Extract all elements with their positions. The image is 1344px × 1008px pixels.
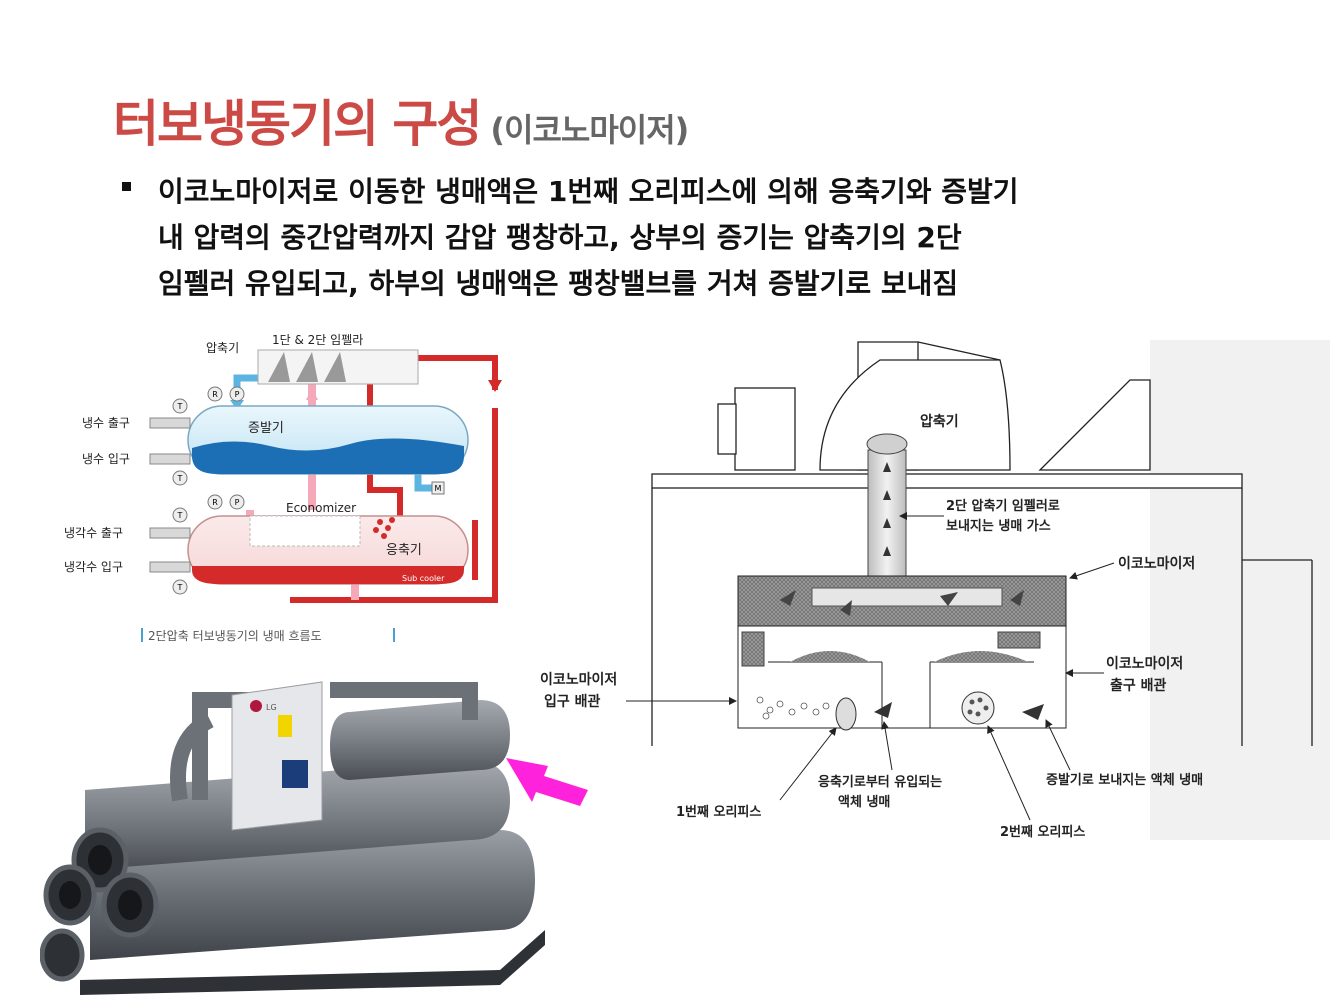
label-chilled-out: 냉수 출구	[82, 416, 130, 430]
leader-orifice1	[779, 727, 837, 801]
svg-text:M: M	[435, 484, 442, 493]
label-compressor-2: 압축기	[920, 414, 959, 430]
label-economizer-2: 이코노마이저	[1118, 555, 1195, 572]
bullet-line-3: 임펠러 유입되고, 하부의 냉매액은 팽창밸브를 거쳐 증발기로 보내짐	[158, 267, 959, 300]
bullet-square-icon	[122, 182, 131, 191]
hot-arrow-icon	[488, 380, 502, 392]
bullet-line-1: 이코노마이저로 이동한 냉매액은 1번째 오리피스에 의해 응축기와 증발기	[158, 175, 1019, 208]
lower-shell	[90, 830, 535, 960]
svg-text:T: T	[177, 474, 183, 483]
economizer-tank	[330, 700, 510, 780]
gauges: T T T T R P R P M	[172, 386, 445, 595]
refrigerant-drops-icon	[373, 517, 395, 539]
pink-arrow-icon	[306, 388, 318, 400]
economizer-baffle	[811, 587, 1003, 607]
leader-economizer	[1069, 562, 1115, 580]
base-frame	[80, 930, 545, 995]
background-shade	[1150, 340, 1330, 840]
economizer-box	[249, 515, 361, 547]
label-orifice2: 2번째 오리피스	[1000, 824, 1085, 840]
impeller-blades	[268, 352, 346, 382]
cold-arrow-icon	[230, 400, 244, 410]
leader-from-cond	[881, 721, 893, 771]
economizer-section-diagram: 압축기	[540, 340, 1330, 840]
svg-text:P: P	[235, 498, 240, 507]
svg-text:R: R	[212, 390, 218, 399]
label-cooling-in: 냉각수 입구	[64, 560, 123, 574]
label-from-cond-line2: 액체 냉매	[838, 795, 890, 810]
leader-orifice2	[987, 725, 1031, 821]
liquid-flow-arrows	[874, 702, 1044, 720]
lg-logo-icon	[250, 700, 262, 712]
orifice-2-holes	[967, 697, 989, 717]
label-outlet-line2: 출구 배관	[1110, 677, 1167, 694]
touch-screen	[282, 760, 308, 788]
label-outlet-line1: 이코노마이저	[1106, 655, 1183, 672]
liquid-mound-right	[934, 651, 1028, 662]
label-cooling-out: 냉각수 출구	[64, 526, 123, 540]
label-from-cond-line1: 응축기로부터 유입되는	[818, 774, 942, 790]
caption-bar-right	[393, 628, 395, 642]
label-impeller: 1단 & 2단 임펠라	[272, 333, 363, 347]
title-sub: (이코노마이저)	[490, 111, 689, 149]
orifice-2	[961, 691, 995, 725]
refrigerant-flow-diagram: 압축기 1단 & 2단 임펠라 증발기 Economizer 응축기 Sub c…	[64, 333, 502, 643]
gas-flow-arrows	[883, 462, 891, 556]
orifice-1	[835, 697, 857, 731]
water-box-flanges	[40, 827, 159, 982]
label-gas-line1: 2단 압축기 임펠러로	[946, 498, 1060, 514]
water-nozzles	[149, 417, 191, 573]
label-chilled-in: 냉수 입구	[82, 452, 130, 466]
label-condenser: 응축기	[386, 543, 422, 558]
label-evaporator: 증발기	[248, 421, 284, 436]
chiller-photo: LG	[40, 681, 545, 995]
label-to-evap: 증발기로 보내지는 액체 냉매	[1046, 772, 1203, 788]
svg-text:P: P	[235, 390, 240, 399]
svg-text:T: T	[177, 583, 183, 592]
label-subcooler: Sub cooler	[402, 574, 445, 583]
label-inlet-line2: 입구 배관	[544, 693, 601, 710]
highlight-arrow-icon	[506, 758, 588, 806]
shell-outline	[651, 473, 1313, 746]
vapor-swirl-arrows	[780, 590, 1024, 616]
outlet-spray	[997, 631, 1041, 649]
liquid-mound-left	[790, 651, 870, 662]
label-economizer: Economizer	[286, 501, 356, 515]
leader-to-evap	[1045, 719, 1071, 771]
bullet-line-2: 내 압력의 중간압력까지 감압 팽창하고, 상부의 증기는 압축기의 2단	[158, 221, 962, 254]
page-title: 터보냉동기의 구성(이코노마이저)	[113, 84, 689, 156]
caption-bar-left	[141, 628, 143, 642]
inlet-spray	[741, 631, 765, 667]
evaporator-liquid	[192, 438, 464, 474]
warning-label	[278, 715, 292, 737]
label-orifice1: 1번째 오리피스	[676, 804, 761, 820]
svg-text:T: T	[177, 511, 183, 520]
compressor-outline	[717, 341, 1151, 471]
condenser-liquid	[192, 566, 464, 584]
liquid-droplets	[756, 696, 830, 720]
label-inlet-line1: 이코노마이저	[540, 671, 617, 688]
svg-text:T: T	[177, 402, 183, 411]
label-gas-line2: 보내지는 냉매 가스	[946, 518, 1051, 534]
control-panel	[231, 681, 323, 831]
svg-text:R: R	[212, 498, 218, 507]
diagram-caption: 2단압축 터보냉동기의 냉매 흐름도	[148, 629, 322, 643]
gas-inlet	[866, 433, 908, 455]
brand-label: LG	[266, 703, 277, 712]
label-compressor: 압축기	[206, 341, 239, 355]
title-main: 터보냉동기의 구성	[113, 95, 482, 153]
